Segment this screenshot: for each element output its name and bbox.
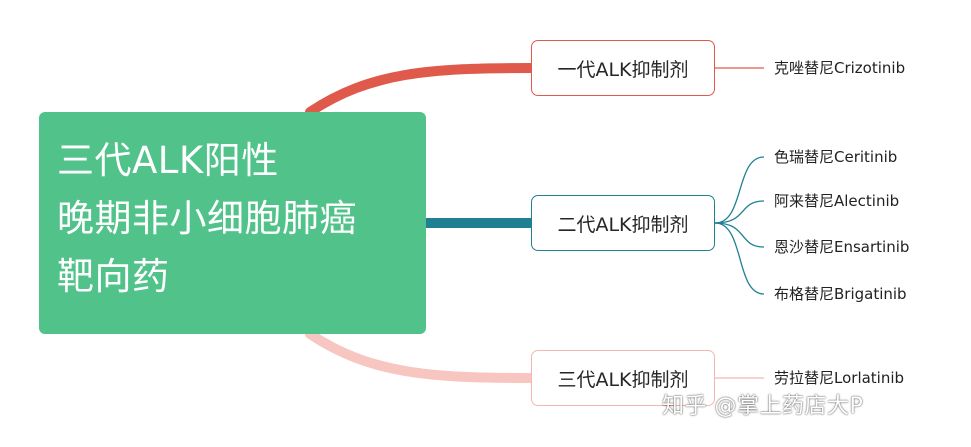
first-generation-label: 一代ALK抑制剂	[557, 58, 689, 81]
connector-gen2-drug-1	[714, 156, 765, 224]
root-title-line-1: 三代ALK阳性	[57, 139, 279, 182]
drug-ceritinib[interactable]: 色瑞替尼Ceritinib	[774, 148, 898, 166]
connector-root-gen1	[305, 63, 536, 117]
connector-root-gen3	[305, 329, 536, 383]
drug-lorlatinib[interactable]: 劳拉替尼Lorlatinib	[774, 369, 905, 387]
connector-gen2-drug-4	[714, 222, 765, 295]
connector-gen2-drug-3	[714, 222, 765, 248]
drug-ensartinib[interactable]: 恩沙替尼Ensartinib	[774, 238, 910, 256]
root-topic-node[interactable]: 三代ALK阳性 晚期非小细胞肺癌 靶向药	[39, 112, 426, 334]
second-generation-node[interactable]: 二代ALK抑制剂	[531, 195, 715, 251]
root-title-line-2: 晚期非小细胞肺癌	[57, 197, 357, 240]
third-generation-label: 三代ALK抑制剂	[557, 368, 689, 391]
connector-gen2-drug-2	[714, 200, 765, 224]
second-generation-label: 二代ALK抑制剂	[557, 213, 689, 236]
third-generation-node[interactable]: 三代ALK抑制剂	[531, 350, 715, 406]
watermark: 知乎 @掌上药店大P	[662, 394, 864, 419]
first-generation-node[interactable]: 一代ALK抑制剂	[531, 40, 715, 96]
root-title-line-3: 靶向药	[57, 255, 170, 298]
drug-brigatinib[interactable]: 布格替尼Brigatinib	[774, 285, 907, 303]
drug-crizotinib[interactable]: 克唑替尼Crizotinib	[774, 59, 906, 77]
drug-alectinib[interactable]: 阿来替尼Alectinib	[774, 192, 900, 210]
